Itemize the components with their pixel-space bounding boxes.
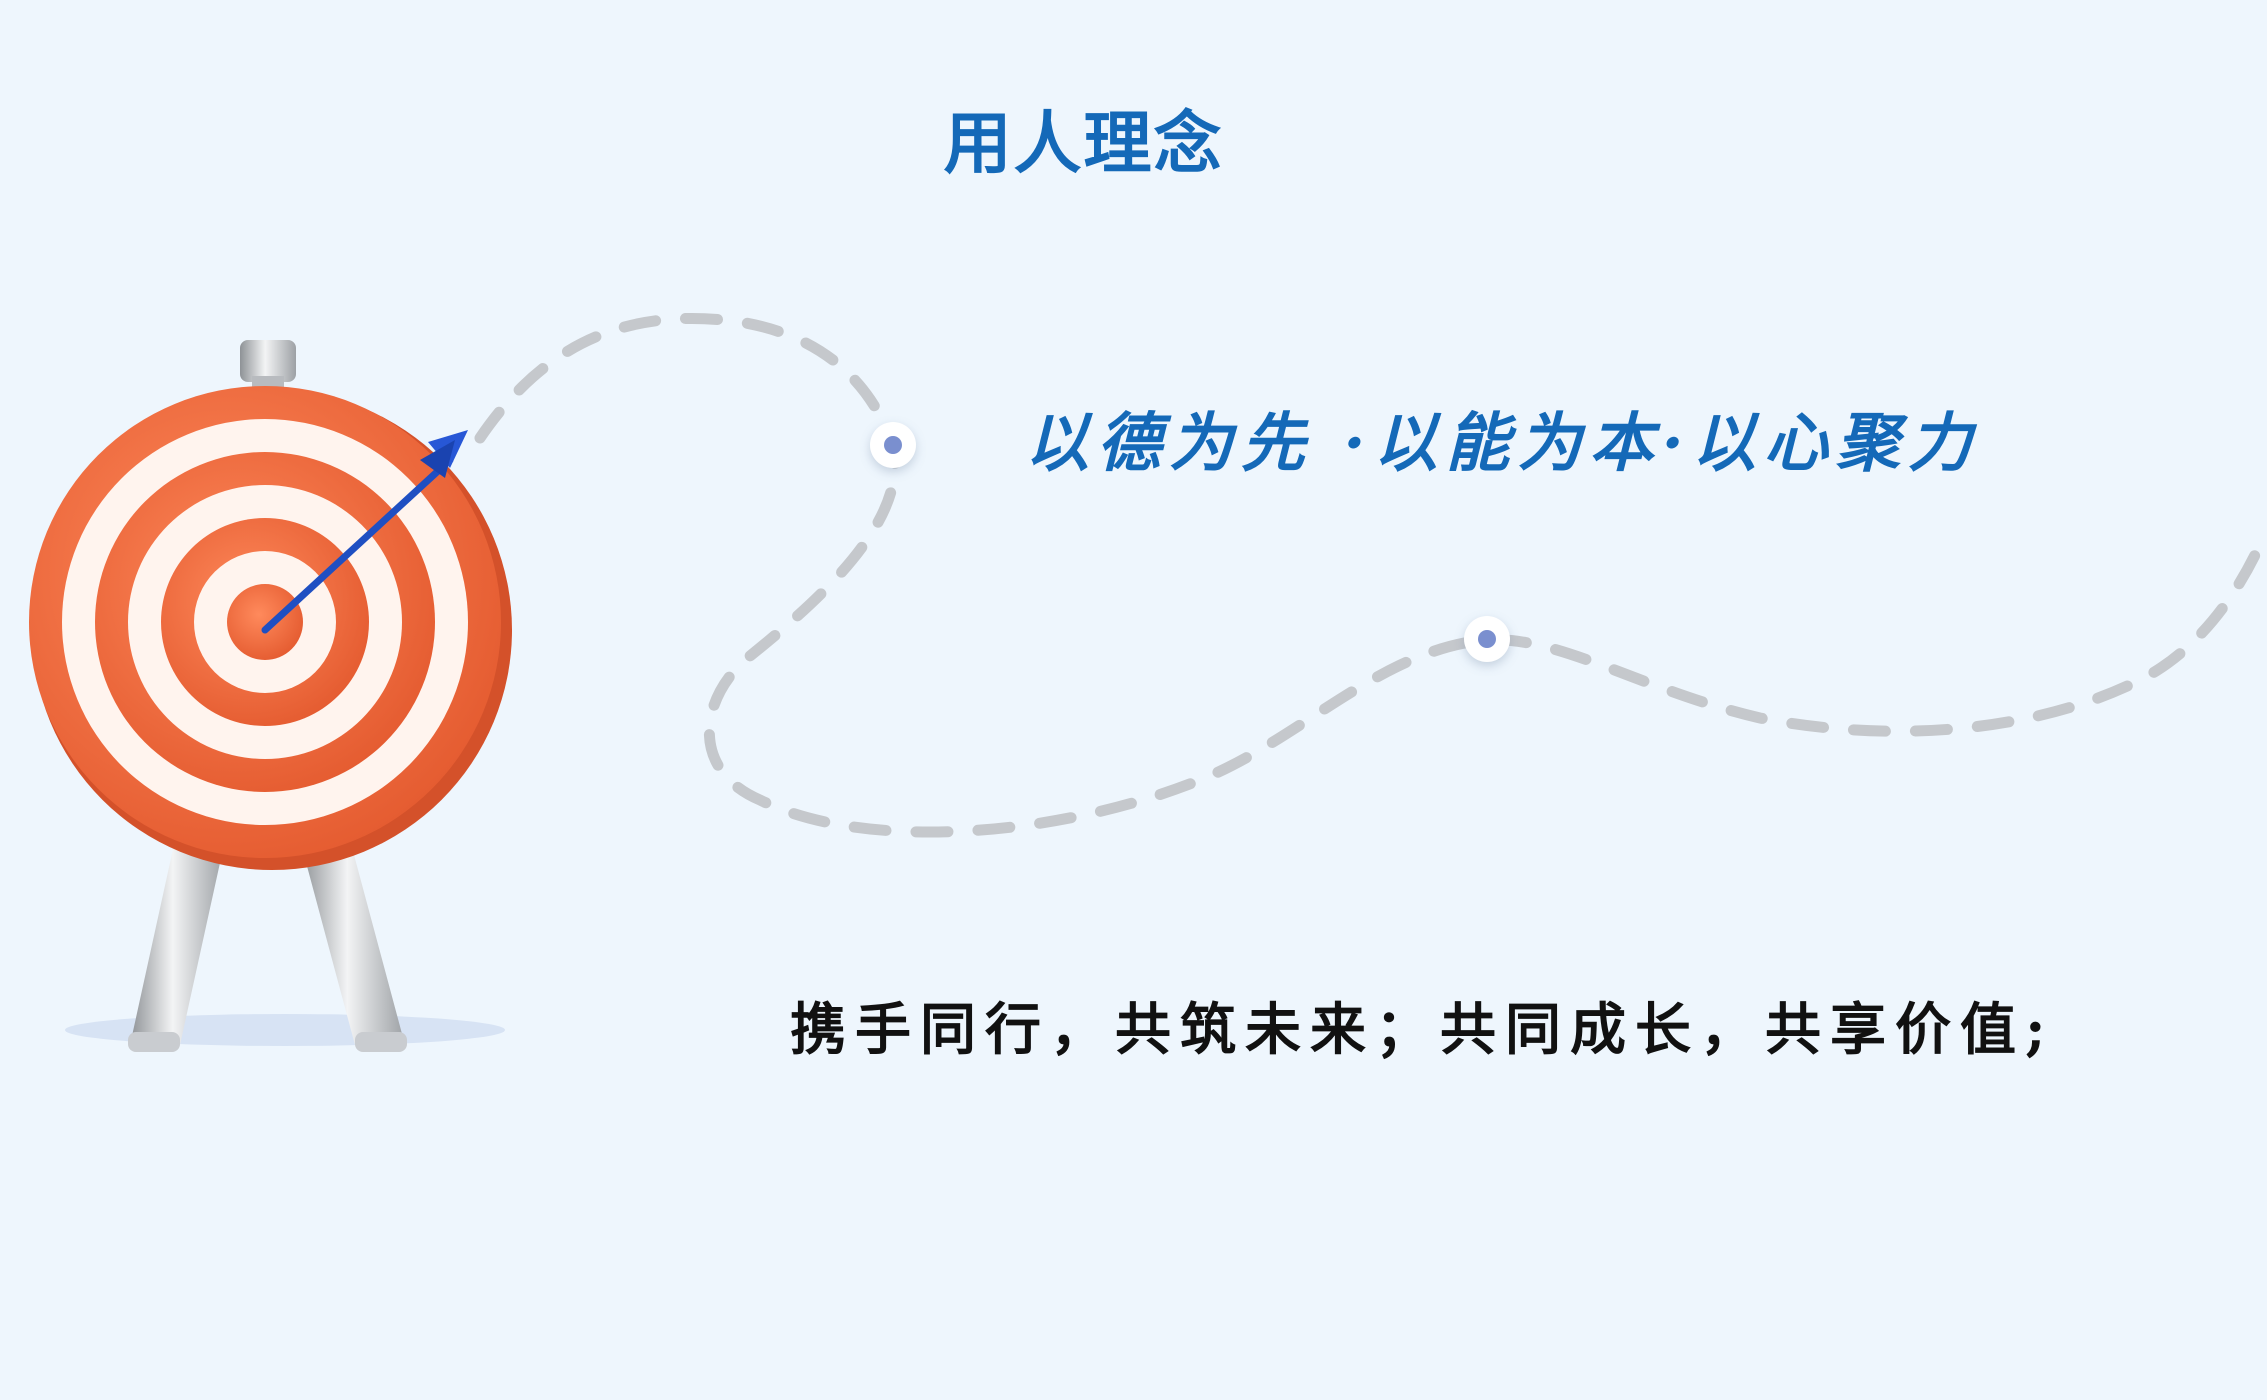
slide: 用人理念 以德为先 ·以能为本·以心聚力 携手同行，共筑未来；共同成长，共享价值… [29,105,2267,1063]
dashed-path [474,313,2267,838]
page-title: 用人理念 [943,105,1224,184]
path-node-2 [1464,616,1510,662]
slogan-text: 携手同行，共筑未来；共同成长，共享价值; [790,997,2055,1063]
arrow-icon [261,430,468,634]
motto-text: 以德为先 ·以能为本·以心聚力 [1025,406,1980,481]
path-node-1 [870,422,916,468]
